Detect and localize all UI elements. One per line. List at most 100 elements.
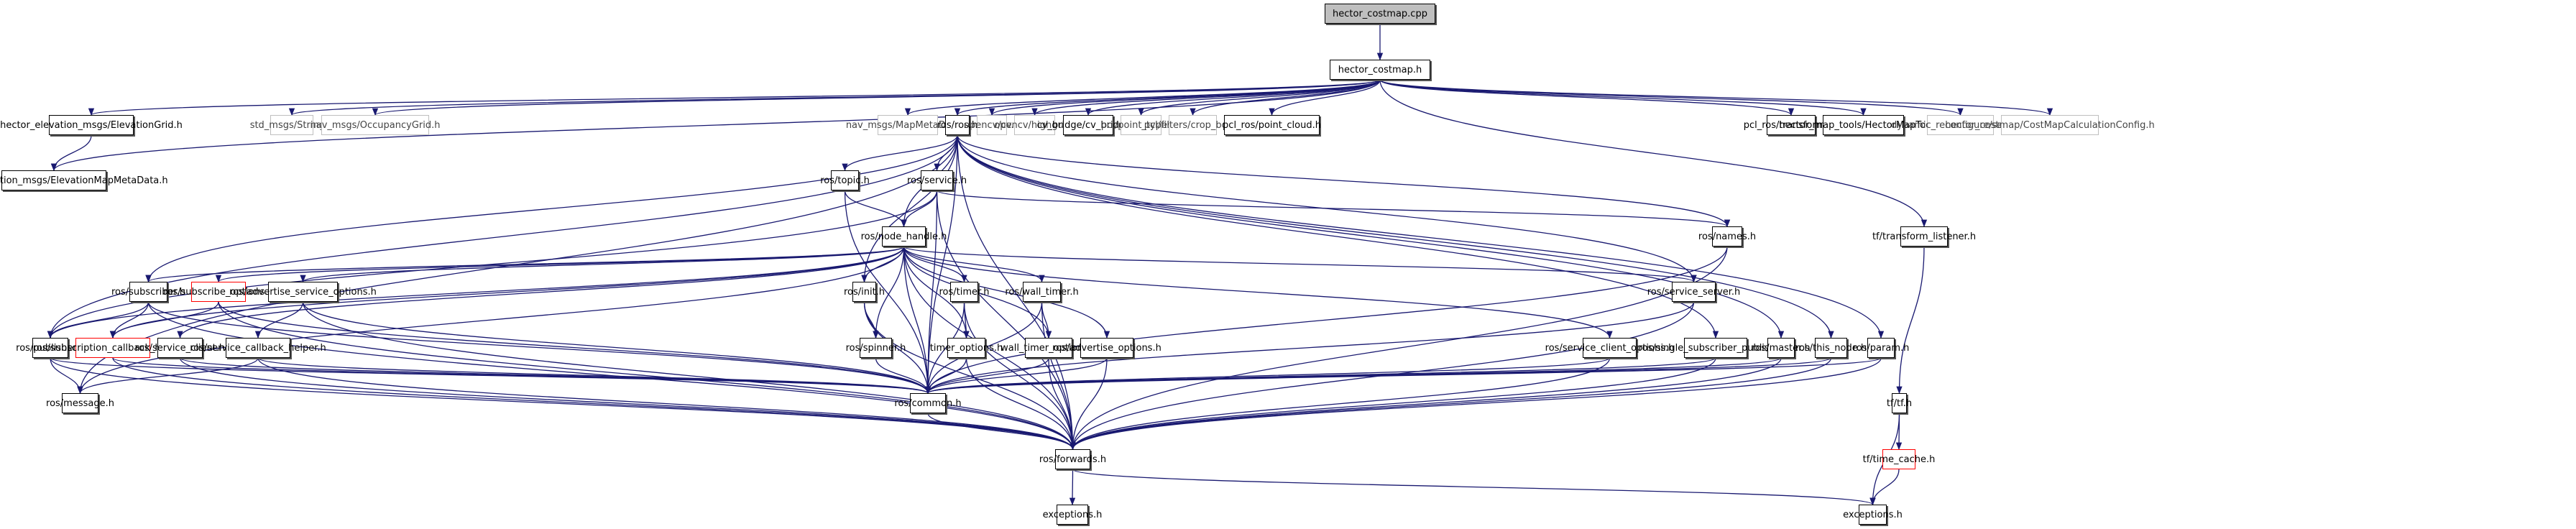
node-wtimer[interactable]: ros/wall_timer.h: [1005, 282, 1079, 302]
node-fwd[interactable]: ros/forwards.h: [1039, 449, 1106, 469]
node-thisnode[interactable]: ros/this_node.h: [1795, 338, 1867, 358]
node-ssp[interactable]: ros/single_subscriber_publisher.h: [1639, 338, 1793, 358]
edge-hcm-to-emd: [51, 79, 1381, 172]
node-eg[interactable]: hector_elevation_msgs/ElevationGrid.h: [0, 115, 183, 135]
edge-ssp-to-common: [925, 357, 1716, 395]
edge-sub-to-sch: [109, 301, 150, 339]
node-sco[interactable]: ros/service_client_options.h: [1545, 338, 1674, 358]
node-tr[interactable]: pcl_ros/transforms.h: [1744, 115, 1839, 135]
node-spin[interactable]: ros/spinner.h: [846, 338, 906, 358]
edge-ros-to-names: [957, 134, 1731, 228]
edge-param-to-common: [925, 357, 1882, 395]
edge-init-to-fwd: [863, 301, 1076, 451]
node-sub[interactable]: ros/subscriber.h: [111, 282, 185, 302]
node-nh[interactable]: ros/node_handle.h: [861, 226, 947, 247]
edge-common-to-fwd: [927, 413, 1076, 451]
edge-master-to-fwd: [1070, 357, 1782, 451]
edge-subopt-to-fwd: [218, 301, 1076, 451]
edge-service-to-pub: [47, 190, 938, 339]
edge-service-to-nh: [901, 190, 938, 228]
edge-nh-to-common: [903, 246, 932, 395]
edge-hcm-to-cv: [989, 79, 1381, 116]
node-master[interactable]: ros/master.h: [1752, 338, 1811, 358]
edge-sub-to-common: [147, 301, 931, 395]
node-cv: opencv/cv.h: [964, 115, 1020, 135]
node-timer[interactable]: ros/timer.h: [939, 282, 990, 302]
edge-service-to-common: [924, 190, 938, 395]
edge-nh-to-ss: [903, 246, 1697, 283]
edge-hcm-to-hg: [1031, 79, 1381, 116]
edge-aso-to-fwd: [302, 301, 1076, 451]
node-msg[interactable]: ros/message.h: [46, 393, 114, 413]
edge-hcm-to-str: [289, 79, 1381, 116]
node-cb: pcl/filters/crop_box.h: [1144, 115, 1241, 135]
node-service[interactable]: ros/service.h: [907, 170, 967, 190]
edge-eg-to-emd: [50, 134, 92, 172]
node-sch2[interactable]: ros/service_callback_helper.h: [190, 338, 326, 358]
edge-tc-to-exc2: [1869, 469, 1900, 506]
node-hcm[interactable]: hector_costmap.h: [1330, 60, 1430, 80]
edge-hcm-to-og: [372, 79, 1381, 116]
edge-timer-to-common: [924, 301, 965, 395]
edge-sco-to-common: [925, 357, 1611, 395]
node-tf[interactable]: tf/tf.h: [1887, 393, 1912, 413]
edge-ros-to-master: [957, 134, 1785, 339]
edge-nh-to-wtimer: [903, 246, 1045, 283]
edge-ros-to-ssp: [957, 134, 1719, 339]
edge-subopt-to-common: [218, 301, 932, 395]
node-str: std_msgs/String.h: [250, 115, 334, 135]
edge-nh-to-sco: [903, 246, 1613, 339]
node-tl[interactable]: tf/transform_listener.h: [1872, 226, 1976, 247]
edge-sc-to-fwd: [179, 357, 1076, 451]
edge-thisnode-to-fwd: [1070, 357, 1832, 451]
edge-ros-to-fwd: [957, 134, 1076, 451]
edge-sch2-to-common: [257, 357, 931, 395]
edge-ros-to-topic: [842, 134, 958, 172]
edge-names-to-common: [924, 246, 1728, 395]
node-pub[interactable]: ros/publisher.h: [16, 338, 85, 358]
node-common[interactable]: ros/common.h: [894, 393, 962, 413]
edge-subopt-to-sch: [109, 301, 219, 339]
node-param[interactable]: ros/param.h: [1853, 338, 1909, 358]
node-root[interactable]: hector_costmap.cpp: [1325, 4, 1435, 24]
edge-hcm-to-tl: [1379, 79, 1928, 228]
edge-pub-to-fwd: [50, 357, 1076, 451]
node-names[interactable]: ros/names.h: [1698, 226, 1756, 247]
node-aso[interactable]: ros/advertise_service_options.h: [229, 282, 377, 302]
node-pc[interactable]: pcl_ros/point_cloud.h: [1223, 115, 1321, 135]
edge-nh-to-aso: [300, 246, 905, 283]
node-hg: opencv/highgui.h: [994, 115, 1075, 135]
edge-hcm-to-mmd: [905, 79, 1381, 116]
edge-ros-to-sub: [145, 134, 958, 283]
edge-sch2-to-fwd: [257, 357, 1076, 451]
edge-nh-to-ao: [903, 246, 1110, 339]
edge-nh-to-sc: [177, 246, 905, 339]
node-ao[interactable]: ros/advertise_options.h: [1052, 338, 1162, 358]
edge-nh-to-to: [903, 246, 970, 339]
edge-ros-to-common: [924, 134, 958, 395]
edge-to-to-fwd: [965, 357, 1076, 451]
edge-fwd-to-exc2: [1072, 469, 1876, 506]
edge-wtimer-to-fwd: [1041, 301, 1076, 451]
edge-hcm-to-tr: [1379, 79, 1794, 116]
node-emd[interactable]: hector_elevation_msgs/ElevationMapMetaDa…: [0, 170, 168, 190]
edge-ao-to-fwd: [1070, 357, 1108, 451]
edge-pub-to-common: [50, 357, 931, 395]
node-sc[interactable]: ros/service_client.h: [135, 338, 225, 358]
edge-hcm-to-ros: [954, 79, 1381, 116]
node-exc1[interactable]: exceptions.h: [1043, 505, 1102, 525]
node-init[interactable]: ros/init.h: [844, 282, 885, 302]
edge-fwd-to-exc1: [1069, 469, 1076, 506]
edge-service-to-names: [936, 190, 1730, 228]
edge-master-to-common: [925, 357, 1782, 395]
node-ros[interactable]: ros/ros.h: [937, 115, 978, 135]
node-exc2[interactable]: exceptions.h: [1843, 505, 1903, 525]
node-topic[interactable]: ros/topic.h: [820, 170, 870, 190]
node-to[interactable]: timer_options.h: [930, 338, 1003, 358]
edge-tl-to-tf: [1896, 246, 1925, 395]
node-ss[interactable]: ros/service_server.h: [1647, 282, 1740, 302]
edge-sco-to-fwd: [1070, 357, 1611, 451]
node-tc[interactable]: tf/time_cache.h: [1863, 449, 1935, 469]
edge-nh-to-sch: [110, 246, 905, 339]
